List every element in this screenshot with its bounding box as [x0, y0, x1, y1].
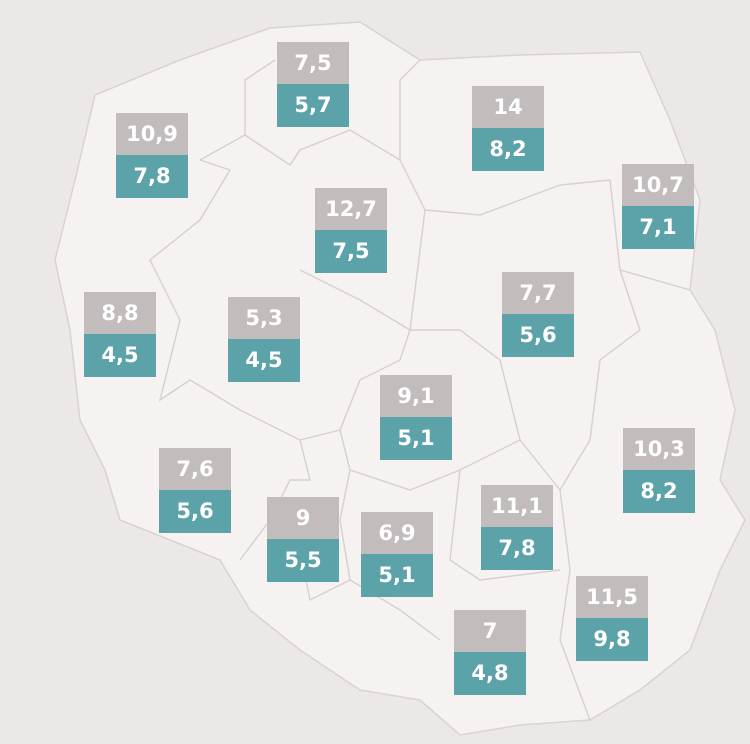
region-value-box: 7,7 5,6: [502, 272, 574, 357]
value-bottom: 7,8: [116, 155, 188, 198]
region-value-box: 12,7 7,5: [315, 188, 387, 273]
region-border: [409, 209, 426, 331]
region-border: [199, 129, 611, 216]
value-top: 11,1: [481, 485, 553, 527]
region-border: [239, 439, 311, 561]
region-border: [339, 429, 561, 491]
region-value-box: 10,7 7,1: [622, 164, 694, 249]
value-top: 11,5: [576, 576, 648, 618]
value-bottom: 4,5: [84, 334, 156, 377]
region-value-box: 10,3 8,2: [623, 428, 695, 513]
value-top: 7,7: [502, 272, 574, 314]
value-top: 10,7: [622, 164, 694, 206]
region-border: [559, 489, 591, 721]
region-value-box: 10,9 7,8: [116, 113, 188, 198]
region-value-box: 9 5,5: [267, 497, 339, 582]
value-top: 10,9: [116, 113, 188, 155]
value-bottom: 5,7: [277, 84, 349, 127]
value-top: 5,3: [228, 297, 300, 339]
value-bottom: 8,2: [623, 470, 695, 513]
value-bottom: 5,6: [502, 314, 574, 357]
region-value-box: 7,5 5,7: [277, 42, 349, 127]
value-top: 12,7: [315, 188, 387, 230]
value-top: 7,6: [159, 448, 231, 490]
value-bottom: 5,1: [361, 554, 433, 597]
region-value-box: 14 8,2: [472, 86, 544, 171]
value-bottom: 5,6: [159, 490, 231, 533]
region-border: [559, 269, 641, 491]
region-value-box: 11,5 9,8: [576, 576, 648, 661]
region-border: [299, 269, 521, 441]
region-value-box: 7 4,8: [454, 610, 526, 695]
value-top: 10,3: [623, 428, 695, 470]
region-value-box: 9,1 5,1: [380, 375, 452, 460]
region-border: [399, 59, 421, 160]
value-bottom: 5,5: [267, 539, 339, 582]
value-top: 6,9: [361, 512, 433, 554]
value-top: 14: [472, 86, 544, 128]
region-value-box: 6,9 5,1: [361, 512, 433, 597]
value-top: 8,8: [84, 292, 156, 334]
value-bottom: 9,8: [576, 618, 648, 661]
value-top: 9: [267, 497, 339, 539]
value-bottom: 4,8: [454, 652, 526, 695]
region-value-box: 7,6 5,6: [159, 448, 231, 533]
value-top: 7,5: [277, 42, 349, 84]
value-bottom: 8,2: [472, 128, 544, 171]
region-value-box: 11,1 7,8: [481, 485, 553, 570]
value-bottom: 7,8: [481, 527, 553, 570]
region-border: [339, 329, 411, 431]
value-bottom: 7,1: [622, 206, 694, 249]
region-value-box: 5,3 4,5: [228, 297, 300, 382]
region-border: [244, 59, 276, 135]
value-bottom: 5,1: [380, 417, 452, 460]
value-bottom: 4,5: [228, 339, 300, 382]
region-border: [149, 159, 232, 261]
value-top: 7: [454, 610, 526, 652]
region-border: [449, 469, 561, 581]
value-top: 9,1: [380, 375, 452, 417]
region-value-box: 8,8 4,5: [84, 292, 156, 377]
value-bottom: 7,5: [315, 230, 387, 273]
